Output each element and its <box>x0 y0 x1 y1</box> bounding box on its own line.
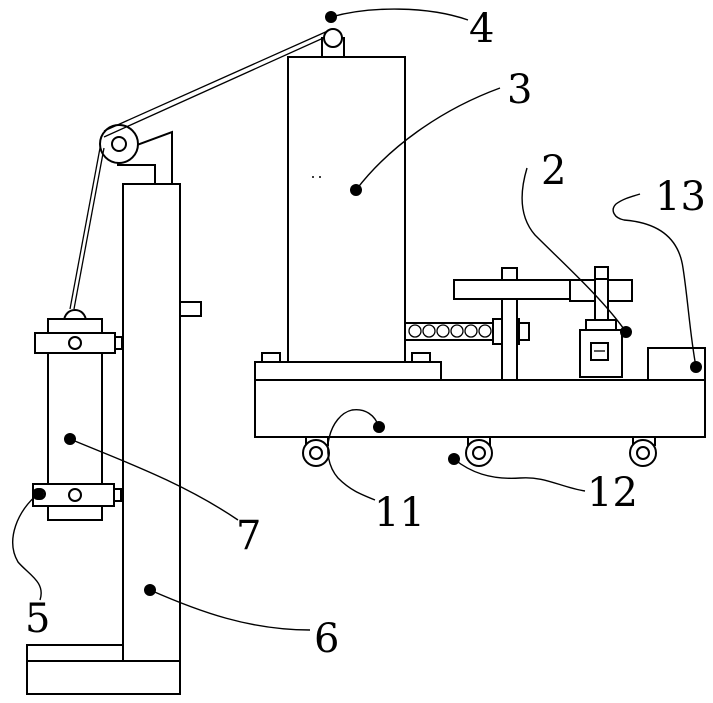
column-side-tab <box>180 302 201 316</box>
rope-anchor-eye <box>324 29 342 47</box>
lower-clamp-bolt-right <box>69 489 81 501</box>
leader-line-5 <box>13 494 41 600</box>
callout-dot-7 <box>64 433 76 445</box>
leader-line-2 <box>522 168 626 332</box>
callout-dot-6 <box>144 584 156 596</box>
callout-label-11: 11 <box>374 490 425 536</box>
column-base-step <box>27 645 124 661</box>
mobile-platform <box>255 380 705 466</box>
tower-mark <box>319 176 321 178</box>
callout-dot-4 <box>325 11 337 23</box>
upper-clamp-bolt <box>69 337 81 349</box>
hanging-cylinder-assembly <box>33 310 122 520</box>
caster-wheel <box>630 437 656 466</box>
callout-label-2: 2 <box>541 148 566 194</box>
top-pulley-axle <box>112 137 126 151</box>
caster-wheel <box>466 437 492 466</box>
callout-dot-2 <box>620 326 632 338</box>
callout-label-13: 13 <box>655 174 706 220</box>
caster-wheel-hub <box>310 447 322 459</box>
tower-foot-plate <box>255 362 441 380</box>
caster-wheel-hub <box>637 447 649 459</box>
callout-label-4: 4 <box>469 6 494 52</box>
callout-dot-12 <box>448 453 460 465</box>
callout-dot-11 <box>373 421 385 433</box>
upper-clamp-lug <box>115 337 122 349</box>
rope-drop-outer <box>70 148 100 309</box>
tall-tower <box>288 57 405 362</box>
shaft-cap-right <box>595 267 608 279</box>
column-base-plate <box>27 660 180 694</box>
callout-label-5: 5 <box>25 596 50 642</box>
callout-label-12: 12 <box>587 470 638 516</box>
tower-mark <box>312 176 314 178</box>
leader-line-4 <box>331 9 468 20</box>
callout-dot-13 <box>690 361 702 373</box>
drive-mechanism <box>405 267 705 380</box>
motor-flange <box>586 320 616 330</box>
lower-clamp-lug <box>114 489 121 501</box>
callout-label-3: 3 <box>507 67 532 113</box>
callout-dot-5 <box>32 488 44 500</box>
base-platform <box>255 380 705 437</box>
callout-label-6: 6 <box>314 616 339 662</box>
tower-foot-bolt-right <box>412 353 430 362</box>
callout-label-7: 7 <box>236 513 261 559</box>
rope-drop-inner <box>74 148 104 309</box>
tower-foot-bolt-left <box>262 353 280 362</box>
shaft-cap-left <box>502 268 517 280</box>
callout-dot-3 <box>350 184 362 196</box>
caster-wheel <box>303 437 329 466</box>
caster-wheel-hub <box>473 447 485 459</box>
